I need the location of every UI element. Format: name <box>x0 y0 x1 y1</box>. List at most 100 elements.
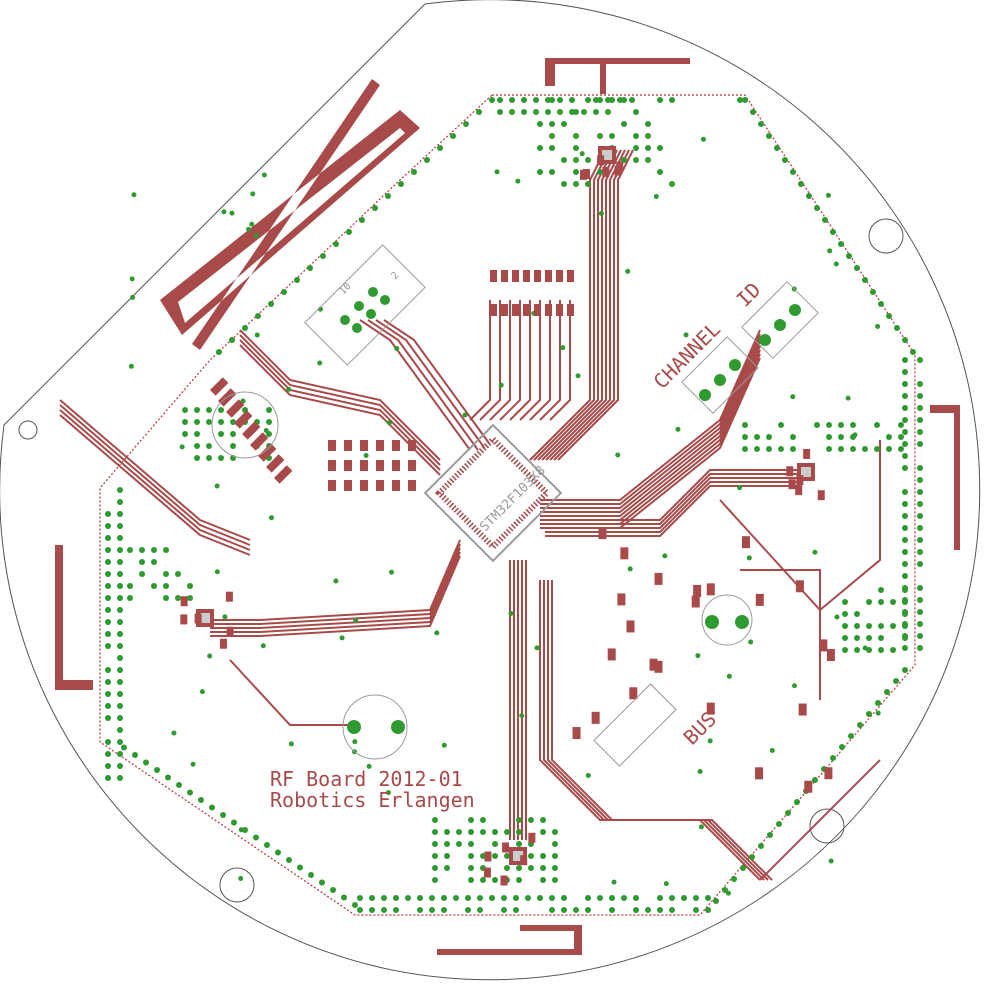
resistor-pad <box>567 270 574 282</box>
dip-switch-pin <box>714 374 726 386</box>
trace <box>549 300 571 421</box>
via <box>516 817 522 823</box>
smd-pad <box>328 460 336 471</box>
via <box>597 97 603 103</box>
via <box>432 841 438 847</box>
via <box>194 431 200 437</box>
trace <box>367 319 479 451</box>
via <box>220 812 226 818</box>
via <box>917 537 923 543</box>
pcb-antenna-left <box>160 79 420 350</box>
via <box>573 181 579 187</box>
via <box>917 465 923 471</box>
via <box>593 109 599 115</box>
via <box>117 595 123 601</box>
rf-chip-pad <box>200 613 210 623</box>
smd-pad <box>795 485 803 496</box>
via <box>585 907 591 913</box>
via <box>848 733 854 739</box>
via <box>645 907 651 913</box>
via <box>713 898 719 904</box>
via <box>621 157 627 163</box>
via <box>105 643 111 649</box>
via <box>902 405 908 411</box>
via <box>444 829 450 835</box>
via <box>910 349 916 355</box>
via <box>117 583 123 589</box>
via <box>633 145 639 151</box>
resistor-pad <box>545 270 552 282</box>
via <box>521 109 527 115</box>
via <box>424 157 430 163</box>
via <box>707 738 713 744</box>
resistor-pad <box>490 270 497 282</box>
crystal-outline <box>211 391 279 459</box>
via <box>633 109 639 115</box>
via <box>179 444 185 450</box>
via <box>812 777 818 783</box>
via <box>579 151 585 157</box>
via <box>573 157 579 163</box>
via <box>742 97 748 103</box>
via <box>117 703 123 709</box>
via <box>175 571 181 577</box>
via <box>657 97 663 103</box>
smd-pad <box>219 638 227 649</box>
mounting-hole <box>809 808 845 844</box>
via <box>187 595 193 601</box>
via <box>675 426 681 432</box>
via <box>393 895 399 901</box>
via <box>463 121 469 127</box>
via <box>737 485 743 491</box>
via <box>625 268 631 274</box>
via <box>890 623 896 629</box>
via <box>902 429 908 435</box>
smd-pad <box>819 639 828 652</box>
via <box>441 907 447 913</box>
via <box>105 619 111 625</box>
id-label: ID <box>732 278 766 312</box>
via <box>121 744 127 751</box>
via <box>214 483 220 489</box>
via <box>609 907 615 913</box>
via <box>182 431 188 437</box>
via <box>127 583 133 589</box>
via <box>117 655 123 661</box>
via <box>834 614 840 620</box>
via <box>480 817 486 823</box>
resistor-pad <box>512 304 519 316</box>
connector-outline <box>304 244 426 366</box>
via <box>516 877 522 883</box>
smd-pad <box>629 687 638 700</box>
via <box>845 395 851 401</box>
via <box>609 895 615 901</box>
via <box>528 853 534 859</box>
via <box>540 877 546 883</box>
via <box>750 109 756 115</box>
via <box>902 635 908 641</box>
via <box>902 573 908 579</box>
via <box>504 829 510 835</box>
trace <box>229 659 350 726</box>
via <box>521 97 527 103</box>
bus-connector-outline <box>593 683 677 767</box>
smd-pad <box>598 527 607 540</box>
via <box>105 631 111 637</box>
trace <box>537 149 614 461</box>
via <box>573 145 579 151</box>
via <box>444 865 450 871</box>
via <box>902 453 908 459</box>
via <box>492 853 498 859</box>
via <box>171 730 177 736</box>
via <box>497 97 503 103</box>
crystal-pad <box>210 377 229 396</box>
smd-pad <box>691 595 700 608</box>
via <box>297 864 303 871</box>
via <box>218 419 224 425</box>
via <box>657 145 663 151</box>
smd-pad <box>408 440 416 451</box>
rf-chip-pad <box>602 150 612 160</box>
via <box>902 645 908 651</box>
smd-pad <box>602 166 610 177</box>
via <box>206 419 212 425</box>
